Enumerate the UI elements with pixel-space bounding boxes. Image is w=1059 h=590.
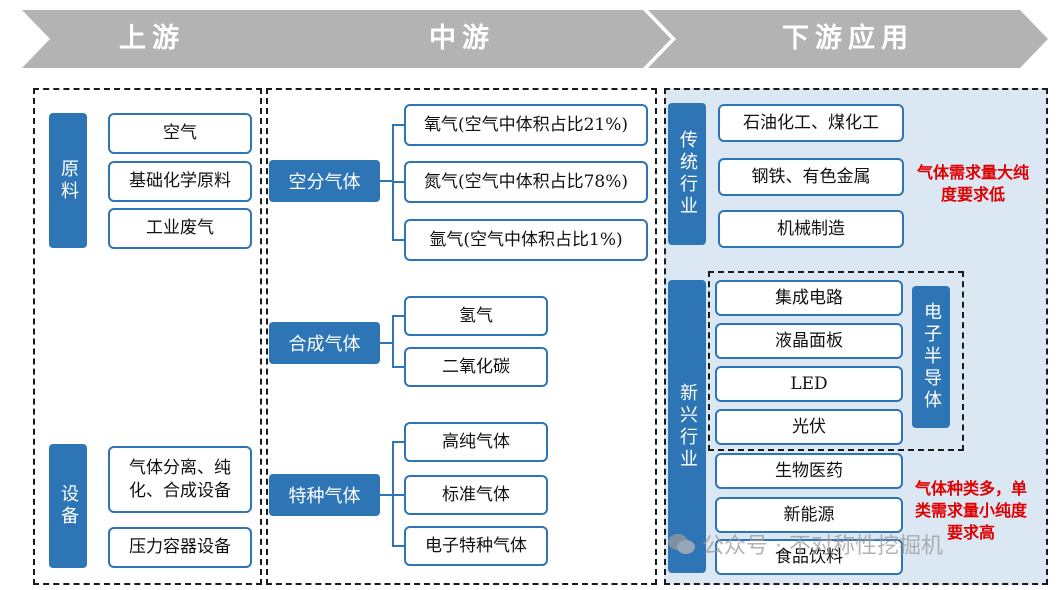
semi-item-integrated-circuit: 集成电路	[715, 280, 903, 316]
trad-item-steel: 钢铁、有色金属	[718, 158, 904, 196]
raw-item-basic-chemicals: 基础化学原料	[108, 161, 252, 202]
emerging-item-food-beverage: 食品饮料	[715, 539, 903, 575]
header-upstream: 上游	[22, 10, 282, 68]
connector	[379, 342, 393, 344]
connector	[392, 315, 394, 368]
traditional-note: 气体需求量大纯度要求低	[916, 163, 1029, 204]
connector	[379, 180, 393, 182]
connector	[392, 366, 404, 368]
item-high-purity-gas: 高纯气体	[404, 422, 548, 462]
connector	[379, 494, 393, 496]
watermark: 公众号 · 不对称性挖掘机	[666, 528, 943, 560]
connector	[392, 441, 404, 443]
trad-item-petrochemical: 石油化工、煤化工	[718, 104, 904, 142]
item-standard-gas: 标准气体	[404, 475, 548, 515]
connector	[392, 545, 404, 547]
item-oxygen: 氧气(空气中体积占比21%)	[404, 104, 648, 146]
item-carbon-dioxide: 二氧化碳	[404, 347, 548, 387]
connector	[392, 315, 404, 317]
group-synthesis-gas: 合成气体	[269, 322, 380, 364]
item-electronic-specialty-gas: 电子特种气体	[404, 526, 548, 566]
midstream-frame	[266, 88, 657, 585]
raw-item-industrial-waste-gas: 工业废气	[108, 208, 252, 249]
chevron-shape	[648, 10, 1048, 68]
connector	[392, 124, 404, 126]
semi-item-photovoltaic: 光伏	[715, 409, 903, 445]
header-upstream-label: 上游	[119, 23, 185, 54]
semiconductor-label: 电子半导体	[912, 286, 950, 428]
emerging-item-biomedicine: 生物医药	[715, 453, 903, 489]
raw-item-air: 空气	[108, 113, 252, 154]
item-hydrogen: 氢气	[404, 296, 548, 336]
group-air-separation-gas: 空分气体	[269, 160, 380, 202]
upstream-frame	[33, 88, 262, 585]
header-downstream-label: 下游应用	[782, 23, 914, 54]
connector	[392, 441, 394, 546]
item-nitrogen: 氮气(空气中体积占比78%)	[404, 161, 648, 203]
semi-item-lcd-panel: 液晶面板	[715, 323, 903, 359]
chevron-shape	[22, 10, 282, 68]
item-argon: 氩气(空气中体积占比1%)	[404, 219, 648, 261]
equipment-label: 设备	[49, 444, 87, 568]
emerging-item-new-energy: 新能源	[715, 497, 903, 533]
emerging-note: 气体种类多，单类需求量小纯度要求高	[914, 479, 1027, 542]
traditional-industry-label: 传统行业	[668, 103, 706, 245]
connector	[392, 181, 404, 183]
equip-item-pressure-vessel: 压力容器设备	[108, 527, 252, 568]
watermark-text: 公众号 · 不对称性挖掘机	[702, 534, 943, 559]
chevron-shape	[253, 10, 671, 68]
equip-item-separation: 气体分离、纯化、合成设备	[108, 446, 252, 513]
raw-materials-label: 原料	[49, 113, 87, 248]
emerging-industry-label: 新兴行业	[668, 280, 706, 573]
header-midstream: 中游	[253, 10, 671, 68]
semiconductor-frame	[708, 271, 964, 451]
connector	[392, 239, 404, 241]
header-downstream: 下游应用	[648, 10, 1048, 68]
trad-item-machinery: 机械制造	[718, 210, 904, 248]
semi-item-led: LED	[715, 366, 903, 402]
header-midstream-label: 中游	[429, 23, 495, 54]
group-specialty-gas: 特种气体	[269, 474, 380, 516]
wechat-icon	[668, 534, 695, 554]
connector	[392, 494, 404, 496]
